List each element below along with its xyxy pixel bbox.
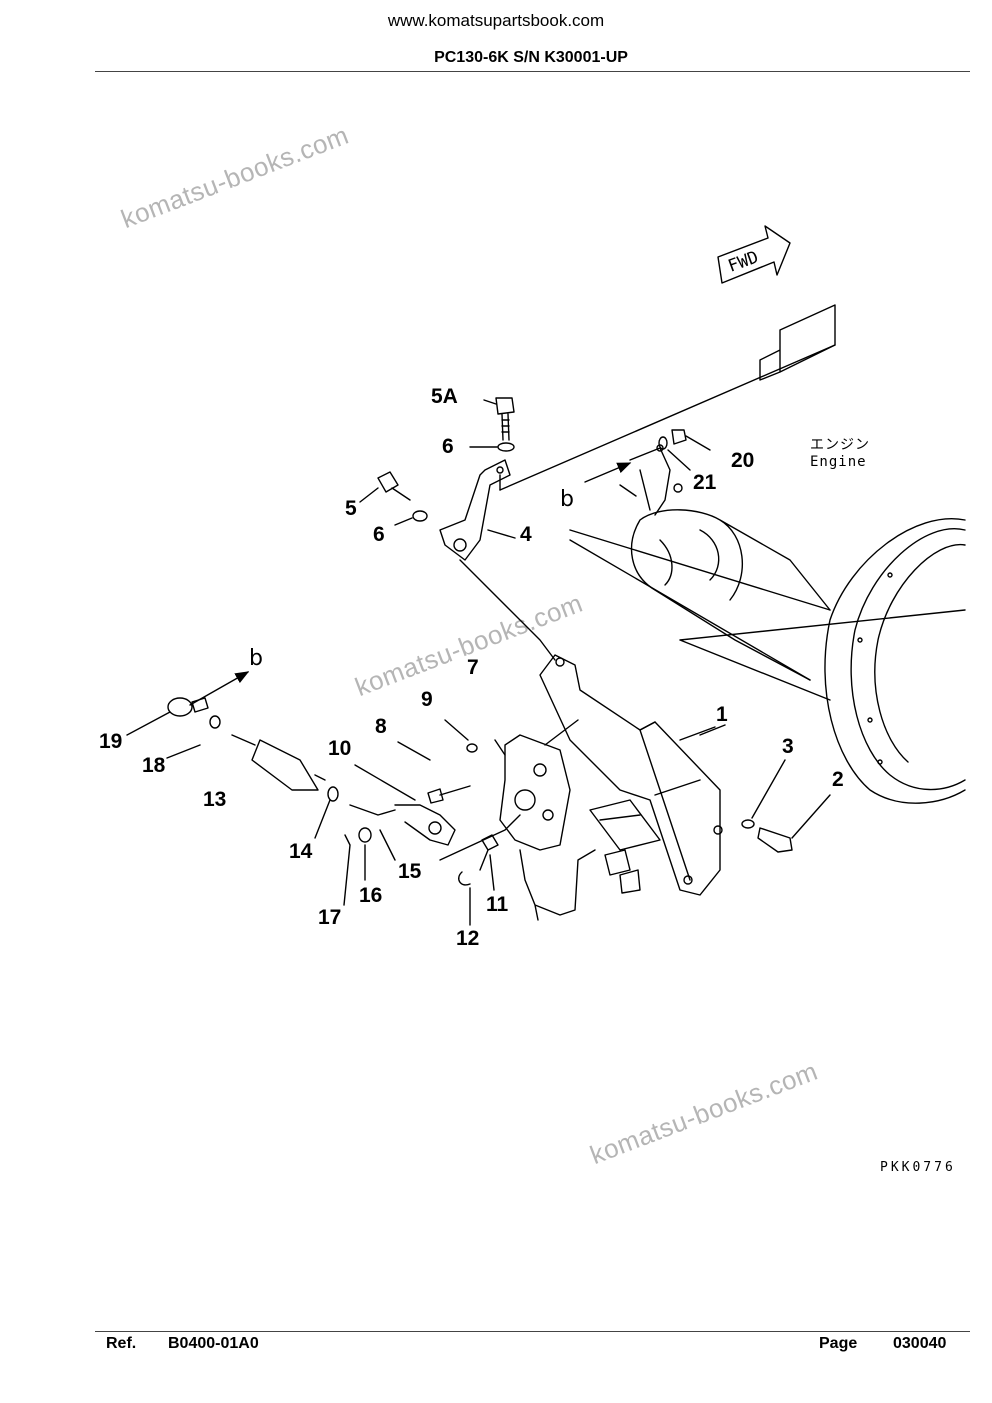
callout-6: 6 bbox=[442, 435, 454, 458]
engine-label-en: Engine bbox=[810, 454, 867, 470]
governor-motor bbox=[499, 734, 571, 851]
callout-16: 16 bbox=[359, 884, 383, 907]
callout-1: 1 bbox=[716, 703, 728, 726]
bracket-b bbox=[619, 447, 671, 516]
fwd-arrow bbox=[717, 225, 791, 284]
lever-15 bbox=[394, 804, 456, 846]
site-url: www.komatsupartsbook.com bbox=[387, 11, 605, 30]
model-title: PC130-6K S/N K30001-UP bbox=[434, 49, 628, 66]
starter-motor bbox=[630, 509, 831, 681]
callout-4: 4 bbox=[520, 523, 532, 546]
callout-18: 18 bbox=[142, 754, 166, 777]
callout-9: 9 bbox=[421, 688, 433, 711]
callout-7: 7 bbox=[467, 656, 479, 679]
rod-end-19 bbox=[167, 697, 193, 717]
engine-label: エンジン Engine bbox=[810, 437, 870, 471]
callout-10: 10 bbox=[328, 737, 352, 760]
callout-5: 5 bbox=[345, 497, 357, 520]
callout-8: 8 bbox=[375, 715, 387, 738]
callout-3: 3 bbox=[782, 735, 794, 758]
header-divider bbox=[95, 71, 970, 72]
section-marker-b: b bbox=[249, 646, 263, 671]
callout-13: 13 bbox=[203, 788, 227, 811]
flywheel-housing bbox=[824, 518, 966, 804]
engine-label-jp: エンジン bbox=[810, 437, 870, 453]
callout-2: 2 bbox=[832, 768, 844, 791]
engine-block-outline bbox=[759, 304, 836, 381]
ref-label: Ref. bbox=[106, 1335, 137, 1352]
callout-19: 19 bbox=[99, 730, 123, 753]
callout-5a: 5A bbox=[431, 385, 458, 408]
callout-21: 21 bbox=[693, 471, 717, 494]
page-label: Page bbox=[819, 1335, 858, 1352]
callout-12: 12 bbox=[456, 927, 480, 950]
bolt-5a bbox=[495, 397, 515, 441]
engine-base-line bbox=[499, 344, 836, 491]
callout-15: 15 bbox=[398, 860, 422, 883]
rod-13 bbox=[231, 734, 319, 791]
callout-6: 6 bbox=[373, 523, 385, 546]
bracket-1 bbox=[539, 654, 721, 896]
callout-14: 14 bbox=[289, 840, 313, 863]
callout-11: 11 bbox=[486, 893, 509, 916]
bracket-4 bbox=[439, 459, 511, 561]
figure-code: PKK0776 bbox=[880, 1160, 956, 1175]
section-marker-b: b bbox=[560, 487, 574, 512]
callout-20: 20 bbox=[731, 449, 755, 472]
callout-17: 17 bbox=[318, 906, 342, 929]
ref-value: B0400-01A0 bbox=[168, 1335, 259, 1352]
page-value: 030040 bbox=[893, 1335, 947, 1352]
footer-divider bbox=[95, 1331, 970, 1332]
